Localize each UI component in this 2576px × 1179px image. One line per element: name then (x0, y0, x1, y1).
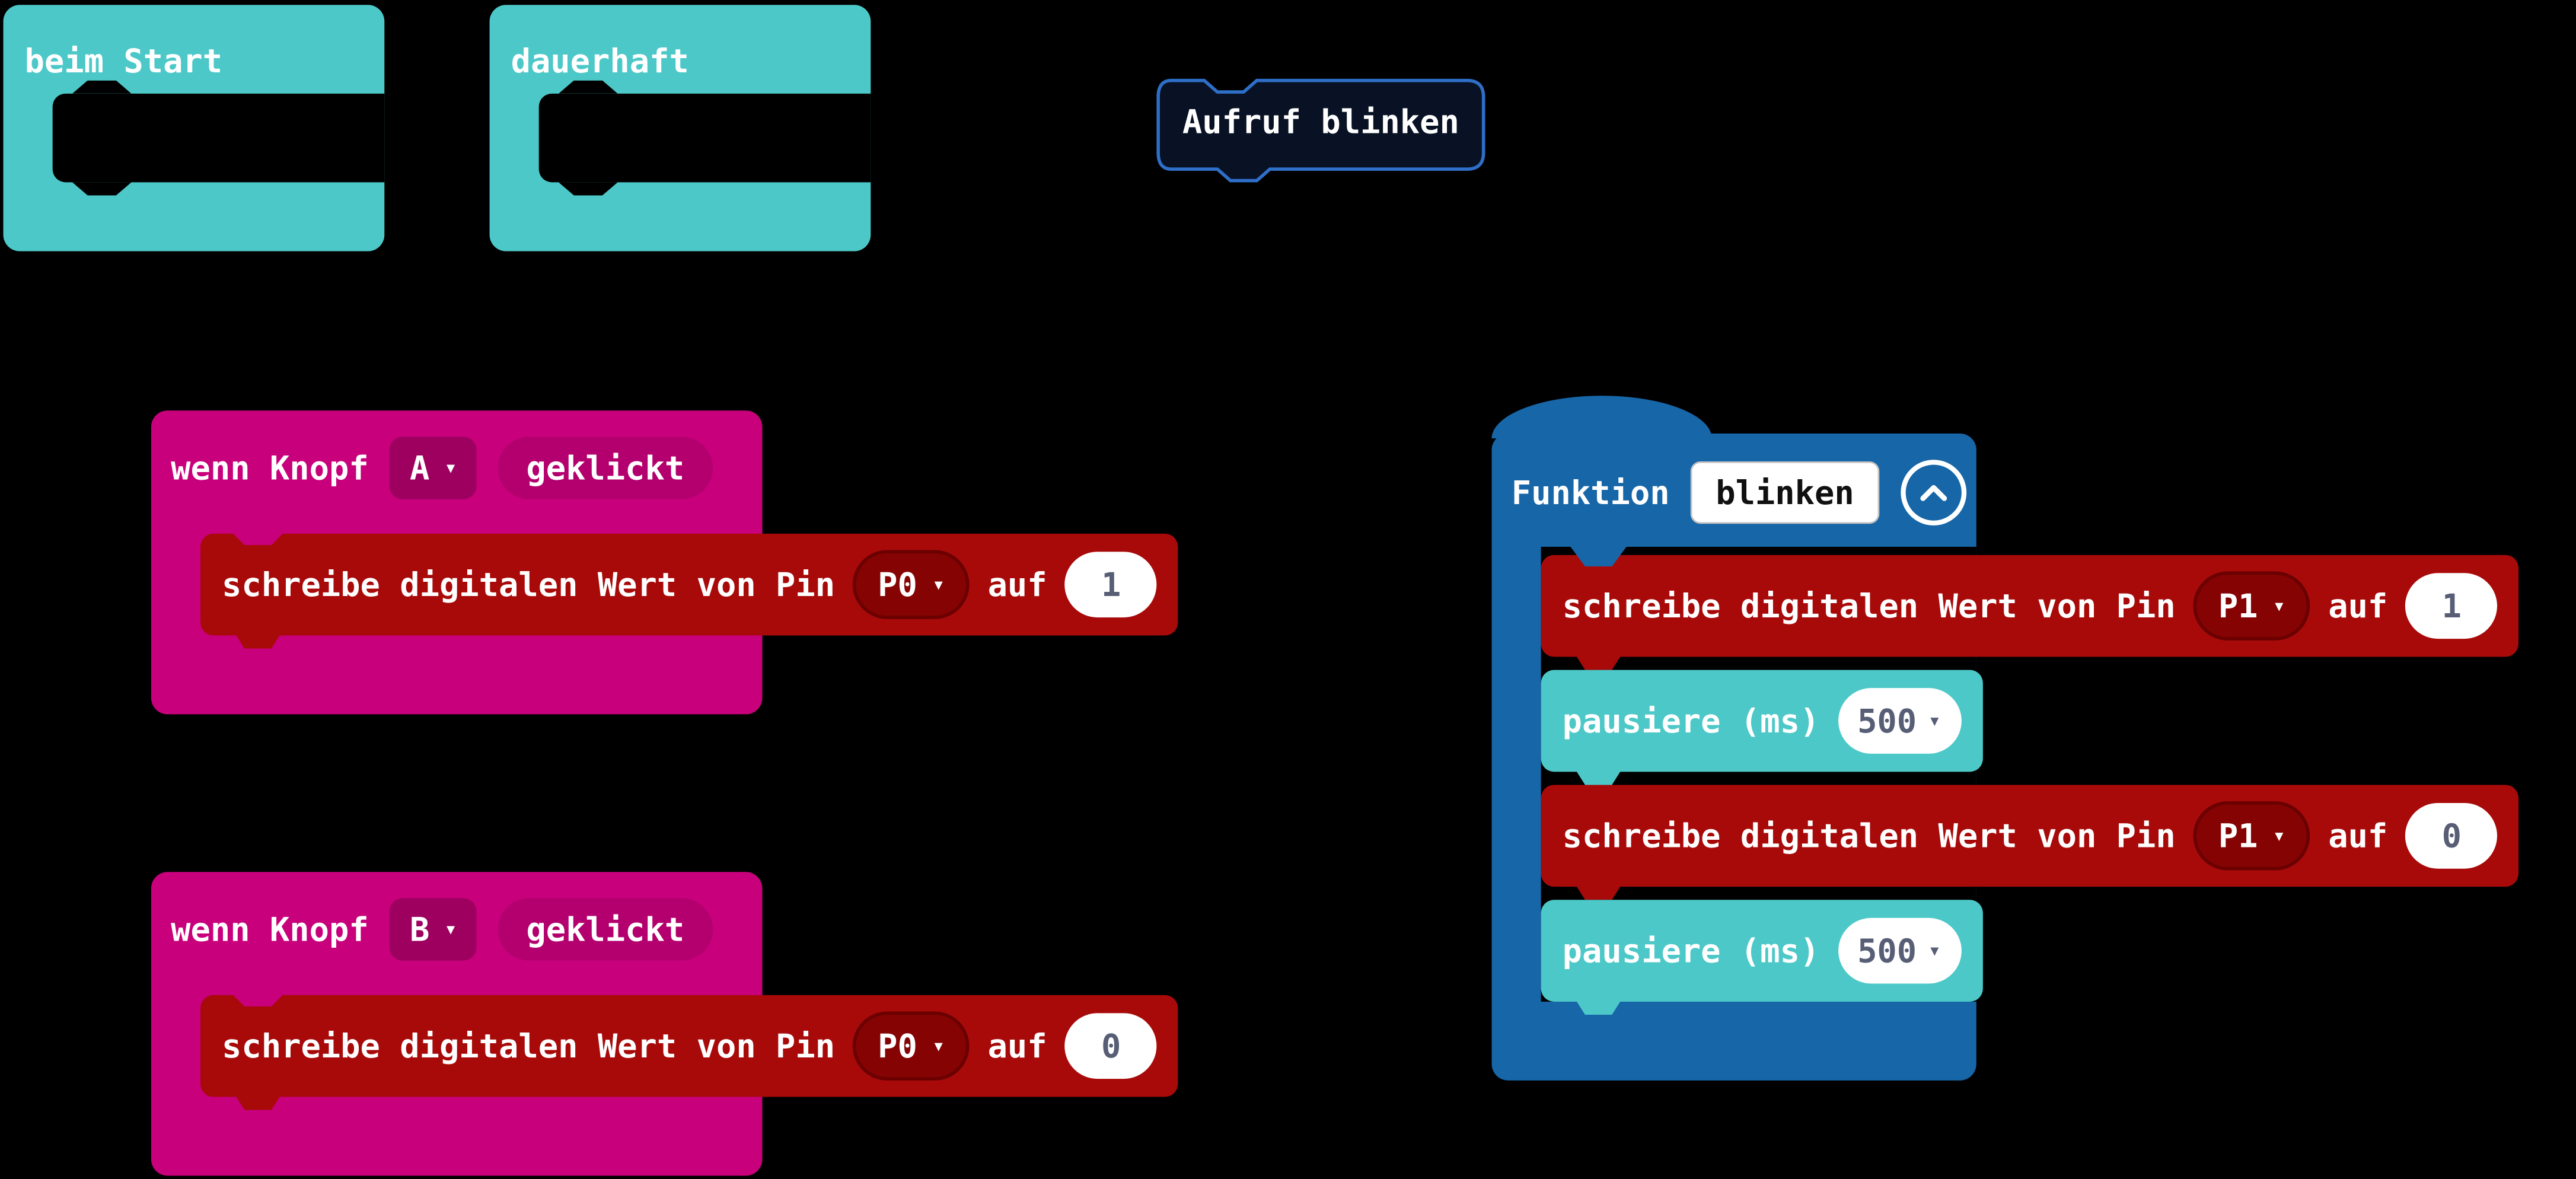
forever-block[interactable]: dauerhaft (489, 5, 871, 251)
value-text: 1 (2441, 586, 2462, 626)
notch (229, 530, 286, 546)
pin-dropdown-value: P1 (2218, 586, 2258, 626)
function-keyword-label: Funktion (1511, 473, 1670, 512)
caret-down-icon: ▾ (1928, 708, 1941, 734)
auf-label: auf (2328, 816, 2388, 856)
pause-block[interactable]: pausiere (ms) 500 ▾ (1541, 900, 1982, 1015)
chevron-up-icon (1920, 485, 1947, 501)
notch (558, 80, 618, 94)
pause-duration-value: 500 (1857, 701, 1917, 741)
pause-duration-value: 500 (1857, 931, 1917, 971)
auf-label: auf (987, 565, 1047, 604)
statement-cavity (538, 93, 871, 183)
value-text: 0 (1101, 1026, 1121, 1066)
call-function-block[interactable]: Aufruf blinken (1155, 72, 1487, 190)
digital-write-block[interactable]: schreibe digitalen Wert von Pin P0 ▾ auf… (200, 992, 1179, 1110)
auf-label: auf (2328, 586, 2388, 626)
caret-down-icon: ▾ (444, 455, 457, 480)
pin-dropdown[interactable]: P1 ▾ (2194, 571, 2310, 641)
pin-dropdown[interactable]: P1 ▾ (2194, 801, 2310, 871)
digital-write-block[interactable]: schreibe digitalen Wert von Pin P0 ▾ auf… (200, 530, 1179, 649)
on-button-a-block[interactable]: wenn Knopf A ▾ geklickt schreibe digital… (151, 410, 1179, 715)
pin-dropdown[interactable]: P0 ▾ (853, 1011, 970, 1081)
digital-write-label: schreibe digitalen Wert von Pin (1562, 586, 2176, 626)
pin-dropdown-value: P0 (878, 1026, 917, 1066)
pause-duration-dropdown[interactable]: 500 ▾ (1837, 917, 1961, 984)
caret-down-icon: ▾ (932, 1033, 945, 1059)
on-start-label: beim Start (24, 41, 223, 81)
pause-label: pausiere (ms) (1562, 931, 1820, 971)
button-dropdown-value: A (409, 448, 430, 488)
call-function-label: Aufruf blinken (1182, 101, 1459, 141)
caret-down-icon: ▾ (2272, 593, 2286, 619)
value-field[interactable]: 0 (1065, 1013, 1158, 1079)
notch (72, 80, 132, 94)
button-dropdown[interactable]: A ▾ (390, 436, 477, 499)
notch (229, 1086, 286, 1110)
digital-write-label: schreibe digitalen Wert von Pin (222, 565, 836, 604)
event-label: geklickt (498, 898, 713, 961)
statement-cavity (52, 93, 385, 183)
pause-duration-dropdown[interactable]: 500 ▾ (1837, 688, 1961, 754)
value-field[interactable]: 0 (2405, 802, 2498, 869)
function-hat (1491, 396, 1712, 439)
notch (229, 992, 286, 1007)
call-block-outline (1156, 78, 1485, 183)
notch (1570, 992, 1627, 1015)
on-button-b-header: wenn Knopf B ▾ geklickt (171, 895, 713, 964)
on-button-a-header: wenn Knopf A ▾ geklickt (171, 434, 713, 502)
caret-down-icon: ▾ (1928, 938, 1941, 963)
notch (1570, 547, 1627, 567)
notch (72, 182, 132, 196)
caret-down-icon: ▾ (932, 572, 945, 597)
value-text: 1 (1101, 565, 1121, 604)
when-button-label: wenn Knopf (171, 909, 369, 949)
button-dropdown[interactable]: B ▾ (390, 898, 477, 961)
collapse-button[interactable] (1900, 460, 1966, 526)
event-label: geklickt (498, 436, 713, 499)
auf-label: auf (987, 1026, 1047, 1066)
function-define-block[interactable]: Funktion blinken schreibe digitalen Wert… (1491, 396, 2519, 1081)
on-button-b-block[interactable]: wenn Knopf B ▾ geklickt schreibe digital… (151, 872, 1179, 1176)
value-field[interactable]: 1 (1065, 552, 1158, 618)
function-name-field[interactable]: blinken (1691, 461, 1879, 524)
pin-dropdown[interactable]: P0 ▾ (853, 550, 970, 619)
digital-write-label: schreibe digitalen Wert von Pin (222, 1026, 836, 1066)
when-button-label: wenn Knopf (171, 448, 369, 488)
digital-write-block[interactable]: schreibe digitalen Wert von Pin P1 ▾ auf… (1541, 547, 2519, 670)
caret-down-icon: ▾ (444, 917, 457, 942)
pause-block[interactable]: pausiere (ms) 500 ▾ (1541, 670, 1982, 785)
on-start-block[interactable]: beim Start (3, 5, 385, 251)
button-dropdown-value: B (409, 909, 430, 949)
notch (229, 625, 286, 649)
pin-dropdown-value: P0 (878, 565, 917, 604)
function-header: Funktion blinken (1512, 458, 1966, 527)
digital-write-block[interactable]: schreibe digitalen Wert von Pin P1 ▾ auf… (1541, 785, 2519, 900)
value-text: 0 (2441, 816, 2462, 856)
notch (558, 182, 618, 196)
caret-down-icon: ▾ (2272, 823, 2286, 849)
pin-dropdown-value: P1 (2218, 816, 2258, 856)
pause-label: pausiere (ms) (1562, 701, 1820, 741)
value-field[interactable]: 1 (2405, 573, 2498, 639)
digital-write-label: schreibe digitalen Wert von Pin (1562, 816, 2176, 856)
forever-label: dauerhaft (511, 41, 689, 81)
